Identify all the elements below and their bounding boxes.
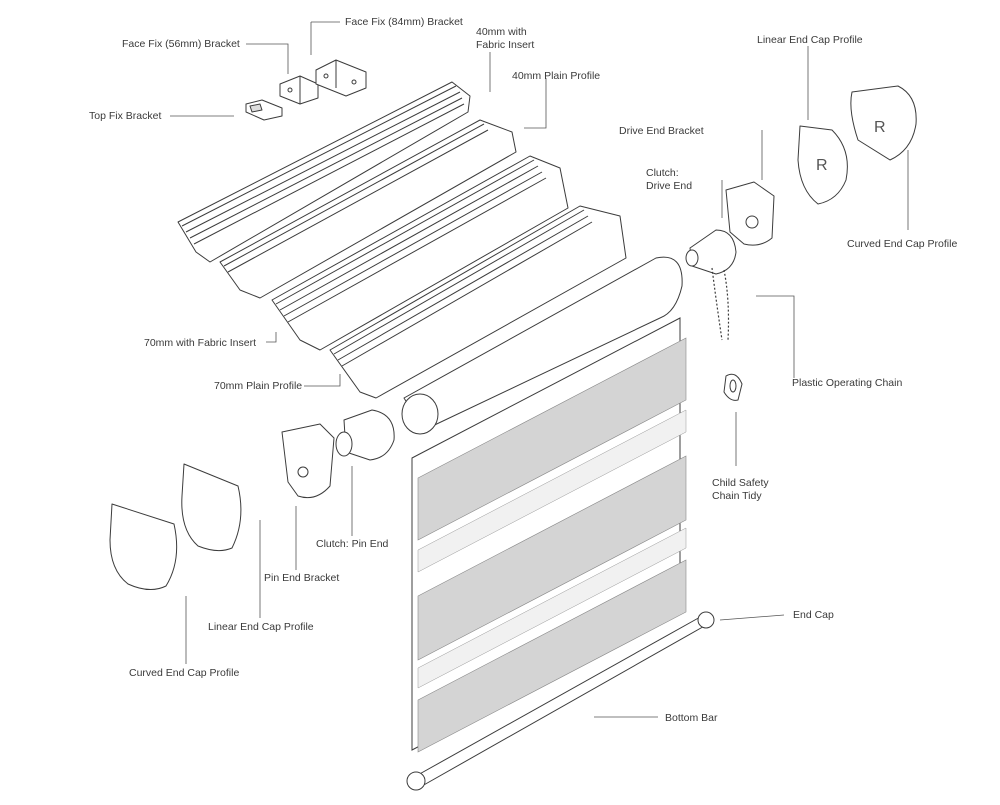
leader-lines xyxy=(170,21,909,718)
label-face-fix-84: Face Fix (84mm) Bracket xyxy=(345,16,463,28)
clutch-drive-end xyxy=(685,229,737,275)
face-fix-56-bracket xyxy=(279,75,319,105)
pin-end-bracket xyxy=(281,423,335,499)
label-linear-end-cap-right: Linear End Cap Profile xyxy=(757,34,863,46)
linear-end-cap-right: R xyxy=(850,85,917,161)
label-child-safety: Child Safety Chain Tidy xyxy=(712,477,769,502)
label-curved-end-cap-right: Curved End Cap Profile xyxy=(847,238,958,250)
label-70mm-plain: 70mm Plain Profile xyxy=(214,380,303,392)
roller-tube xyxy=(401,256,683,435)
label-end-cap: End Cap xyxy=(793,609,834,621)
label-drive-end-bracket: Drive End Bracket xyxy=(619,125,704,137)
label-40mm-fabric: 40mm with Fabric Insert xyxy=(476,26,535,51)
label-top-fix: Top Fix Bracket xyxy=(89,110,162,122)
profile-40mm-plain xyxy=(219,119,517,299)
plastic-operating-chain xyxy=(711,267,730,341)
label-clutch-pin-end: Clutch: Pin End xyxy=(316,538,389,550)
label-curved-end-cap-left: Curved End Cap Profile xyxy=(129,667,240,679)
fabric-blind xyxy=(411,317,687,753)
label-linear-end-cap-left: Linear End Cap Profile xyxy=(208,621,314,633)
child-safety-chain-tidy xyxy=(723,373,743,401)
face-fix-84-bracket xyxy=(315,59,367,97)
linear-end-cap-left xyxy=(181,463,242,552)
label-face-fix-56: Face Fix (56mm) Bracket xyxy=(122,38,240,50)
label-40mm-plain: 40mm Plain Profile xyxy=(512,70,601,82)
label-bottom-bar: Bottom Bar xyxy=(665,712,718,724)
profile-40mm-fabric xyxy=(177,81,471,263)
label-pin-end-bracket: Pin End Bracket xyxy=(264,572,340,584)
bottom-bar xyxy=(406,611,715,791)
svg-text:R: R xyxy=(816,157,828,174)
top-fix-bracket xyxy=(245,99,283,121)
svg-text:R: R xyxy=(874,119,886,136)
profile-70mm-fabric xyxy=(271,155,569,351)
curved-end-cap-left xyxy=(109,503,178,590)
curved-end-cap-right: R xyxy=(797,125,848,205)
label-clutch-drive-end: Clutch: Drive End xyxy=(646,167,693,192)
drive-end-bracket xyxy=(725,181,775,246)
profile-70mm-plain xyxy=(329,205,627,399)
label-plastic-chain: Plastic Operating Chain xyxy=(792,377,903,389)
label-70mm-fabric: 70mm with Fabric Insert xyxy=(144,337,257,349)
clutch-pin-end xyxy=(335,409,395,461)
